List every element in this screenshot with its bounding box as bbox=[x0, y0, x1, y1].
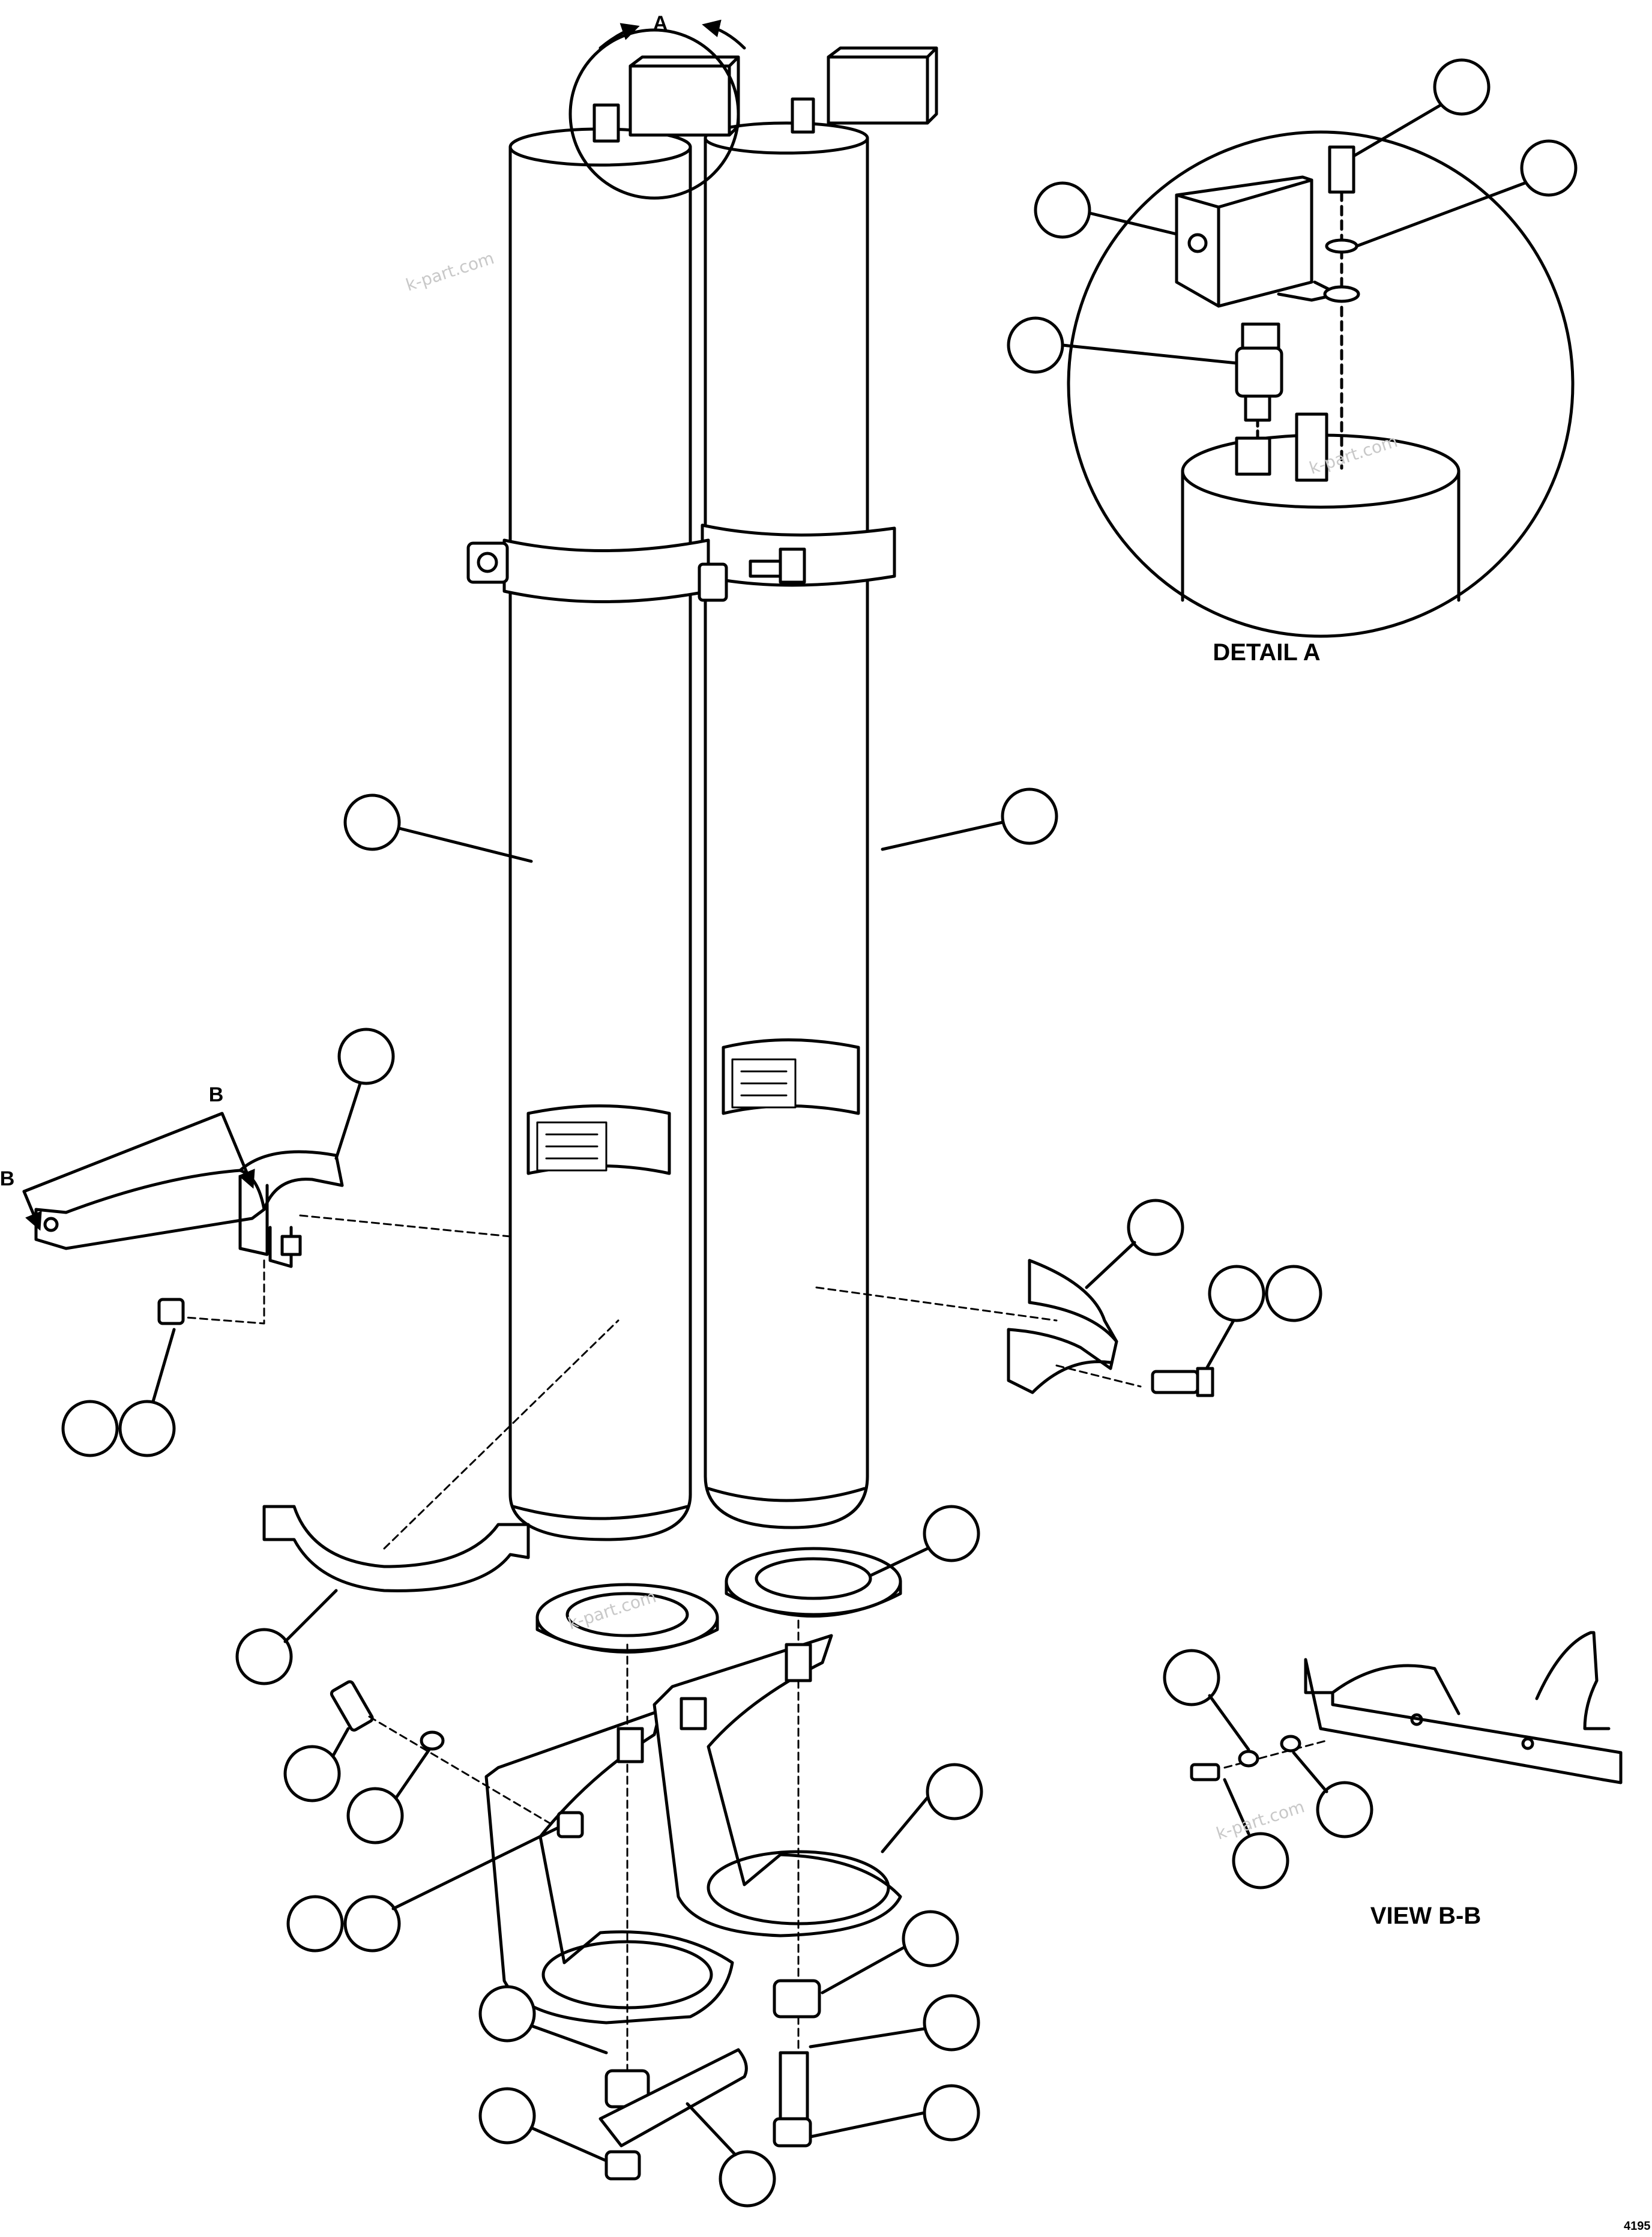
detail-a-caption: DETAIL A bbox=[1213, 639, 1320, 666]
gaskets bbox=[535, 1505, 980, 1654]
drain-fittings bbox=[478, 1910, 980, 2208]
view-bb-caption: VIEW B-B bbox=[1370, 1903, 1481, 1929]
left-clamp: B B bbox=[0, 1028, 511, 1457]
view-b-marker-top: B bbox=[209, 1083, 224, 1106]
detail-a-marker: A bbox=[653, 12, 668, 35]
lower-strap bbox=[235, 1319, 620, 1685]
filter-cylinder-right bbox=[701, 46, 938, 1529]
filter-cylinder-left bbox=[466, 55, 740, 1541]
detail-a-callout-circle: A bbox=[568, 12, 746, 200]
view-bb: VIEW B-B bbox=[1163, 1631, 1623, 1929]
view-b-marker-left: B bbox=[0, 1167, 14, 1190]
base-cradle-right bbox=[653, 1619, 902, 2072]
base-hardware bbox=[283, 1680, 983, 1952]
detail-a-view: DETAIL A bbox=[1007, 58, 1578, 666]
watermark-1: k-part.com bbox=[403, 248, 496, 295]
right-clamp bbox=[815, 1199, 1322, 1397]
cylinder-callouts bbox=[343, 787, 1058, 863]
sheet-code: 4195 bbox=[1624, 2220, 1651, 2233]
base-cradle-left bbox=[484, 1643, 734, 2132]
